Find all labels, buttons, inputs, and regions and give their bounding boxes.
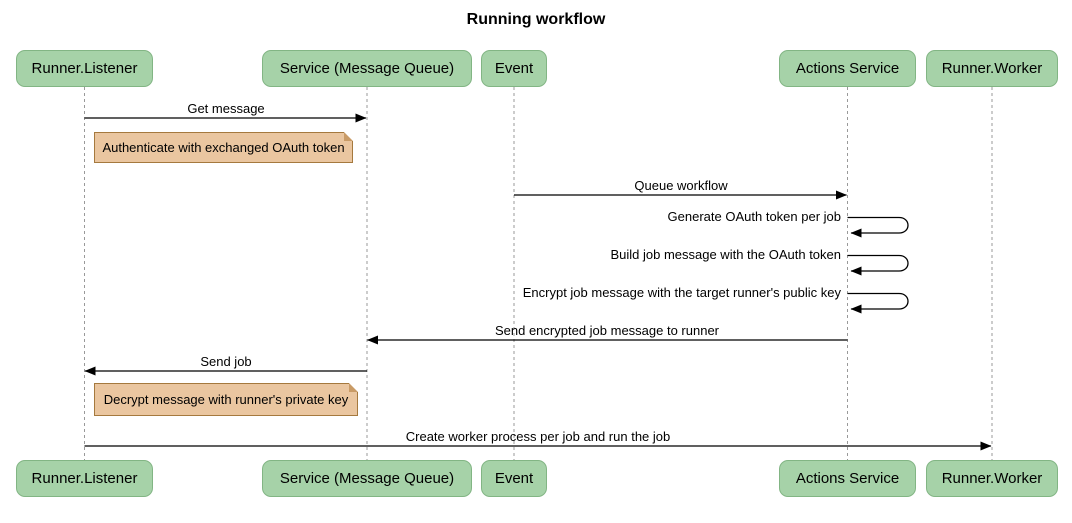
- message-label-send-job: Send job: [200, 354, 252, 369]
- note-text: Authenticate with exchanged OAuth token: [102, 140, 345, 155]
- self-loop-encrypt-job-message: [847, 292, 909, 314]
- note-decrypt-private-key: Decrypt message with runner's private ke…: [94, 383, 358, 416]
- actor-label: Event: [494, 470, 534, 487]
- actor-label: Runner.Listener: [31, 470, 138, 487]
- diagram-title: Running workflow: [466, 11, 606, 28]
- actor-bottom-service-message-queue: Service (Message Queue): [262, 460, 472, 497]
- message-label-encrypt-job-message: Encrypt job message with the target runn…: [522, 285, 841, 300]
- actor-label: Service (Message Queue): [279, 60, 455, 77]
- actor-top-runner-listener: Runner.Listener: [16, 50, 153, 87]
- actor-bottom-event: Event: [481, 460, 547, 497]
- self-loop-build-job-message: [847, 254, 909, 276]
- actor-top-runner-worker: Runner.Worker: [926, 50, 1058, 87]
- message-label-generate-oauth-token: Generate OAuth token per job: [667, 209, 841, 224]
- message-label-create-worker-process: Create worker process per job and run th…: [405, 429, 671, 444]
- message-label-queue-workflow: Queue workflow: [634, 178, 728, 193]
- actor-label: Runner.Worker: [941, 470, 1043, 487]
- actor-label: Runner.Worker: [941, 60, 1043, 77]
- actor-top-event: Event: [481, 50, 547, 87]
- message-label-get-message: Get message: [187, 101, 265, 116]
- actor-bottom-runner-worker: Runner.Worker: [926, 460, 1058, 497]
- actor-bottom-runner-listener: Runner.Listener: [16, 460, 153, 497]
- actor-top-actions-service: Actions Service: [779, 50, 916, 87]
- actor-label: Event: [494, 60, 534, 77]
- actor-label: Service (Message Queue): [279, 470, 455, 487]
- message-arrows: [84, 113, 992, 451]
- message-label-build-job-message: Build job message with the OAuth token: [610, 247, 841, 262]
- actor-label: Actions Service: [795, 470, 900, 487]
- actor-label: Runner.Listener: [31, 60, 138, 77]
- note-authenticate-oauth: Authenticate with exchanged OAuth token: [94, 132, 353, 163]
- actor-top-service-message-queue: Service (Message Queue): [262, 50, 472, 87]
- actor-label: Actions Service: [795, 60, 900, 77]
- self-loop-generate-oauth-token: [847, 216, 909, 238]
- message-label-send-encrypted-job-message: Send encrypted job message to runner: [494, 323, 720, 338]
- note-text: Decrypt message with runner's private ke…: [103, 392, 349, 407]
- lifelines: [84, 87, 993, 460]
- actor-bottom-actions-service: Actions Service: [779, 460, 916, 497]
